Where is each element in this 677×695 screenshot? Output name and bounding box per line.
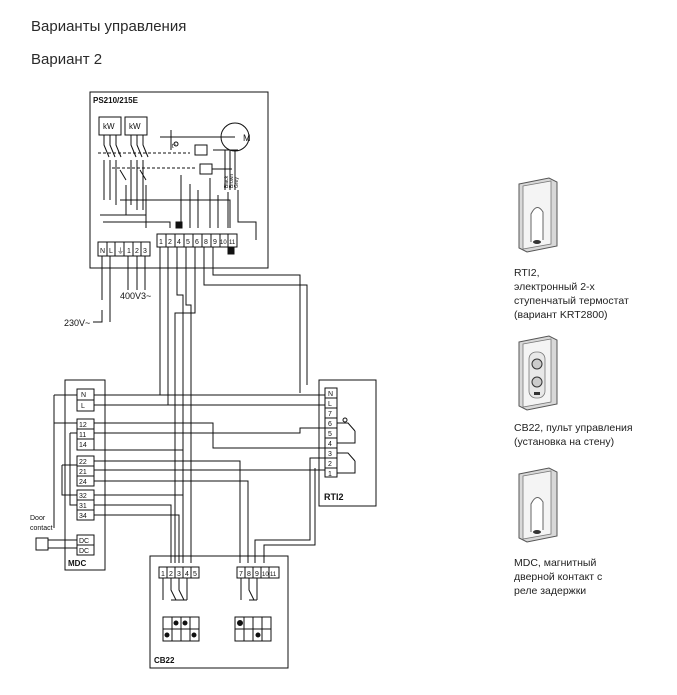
rti2-unit-frame (318, 379, 377, 507)
mdc-terminal-dc1: DC (79, 538, 89, 545)
motor-wire-black: Black (224, 175, 230, 188)
motor-wire-brown: Brown (229, 174, 235, 188)
mdc-terminal-11: 11 (79, 432, 86, 439)
mdc-caption: MDC, магнитный дверной контакт с реле за… (514, 556, 674, 598)
mdc-unit-frame (64, 379, 106, 571)
ps-unit-label: PS210/215E (93, 96, 139, 105)
rti-terminal-l: L (328, 401, 332, 408)
cb22-caption-line: CB22, пульт управления (514, 422, 633, 434)
rti-terminal-6: 6 (328, 421, 332, 428)
ps-terminal-n: N (100, 248, 105, 255)
rti2-caption-line: (вариант KRT2800) (514, 309, 608, 321)
rti2-unit-label: RTI2 (324, 492, 344, 502)
ps-ctrl-terminal-1: 1 (159, 239, 163, 246)
mdc-caption-line: реле задержки (514, 585, 587, 597)
ps-ctrl-terminal-11: 11 (229, 240, 236, 246)
rti2-thermostat-image (518, 177, 558, 253)
page-title: Варианты управления (31, 18, 187, 35)
mdc-terminal-dc2: DC (79, 548, 89, 555)
ps-terminal-3: 3 (143, 248, 147, 255)
ps-terminal-l: L (109, 248, 113, 255)
cb22-unit-frame (149, 555, 289, 669)
mdc-terminal-34: 34 (79, 513, 87, 520)
rti-terminal-3: 3 (328, 451, 332, 458)
mdc-terminal-31: 31 (79, 503, 87, 510)
mdc-terminal-14: 14 (79, 442, 87, 449)
cb-terminal-4: 4 (185, 571, 189, 578)
ps-terminal-1: 1 (127, 248, 131, 255)
door-contact-label-2: contact (30, 525, 53, 532)
rti2-caption-line: электронный 2-х (514, 281, 595, 293)
ps-control-terminal-strip (156, 233, 238, 248)
supply-230v-label: 230V~ (64, 318, 90, 328)
door-contact-label-1: Door (30, 515, 46, 522)
cb22-caption-line: (установка на стену) (514, 436, 615, 448)
mdc-terminal-n: N (81, 392, 86, 399)
mdc-terminal-32: 32 (79, 493, 87, 500)
cb-terminal-2: 2 (169, 571, 173, 578)
mdc-caption-line: дверной контакт с (514, 571, 603, 583)
cb22-control-panel-image (518, 335, 558, 411)
cb-terminal-7: 7 (239, 571, 243, 578)
heater-label-1: kW (103, 122, 115, 131)
mdc-terminal-22: 22 (79, 459, 87, 466)
rti-terminal-7: 7 (328, 411, 332, 418)
mdc-terminal-l: L (81, 403, 85, 410)
ps-unit-frame (89, 91, 269, 269)
mdc-unit-label: MDC (68, 559, 86, 568)
rti-terminal-n: N (328, 391, 333, 398)
heater-box-2 (124, 116, 148, 136)
cb-terminal-10: 10 (262, 572, 269, 578)
ps-ctrl-terminal-8: 8 (204, 239, 208, 246)
motor-label: M (243, 133, 251, 143)
cb-terminal-3: 3 (177, 571, 181, 578)
rti2-caption: RTI2, электронный 2-х ступенчатый термос… (514, 266, 674, 322)
ps-ctrl-terminal-9: 9 (213, 239, 217, 246)
cb-terminal-1: 1 (161, 571, 165, 578)
mdc-terminal-24: 24 (79, 479, 87, 486)
heater-label-2: kW (129, 122, 141, 131)
motor-wire-grey: Grey (234, 177, 240, 188)
variant-subtitle: Вариант 2 (31, 51, 103, 68)
rti-terminal-5: 5 (328, 431, 332, 438)
ps-ctrl-terminal-6: 6 (195, 239, 199, 246)
ps-terminal-ground: ⏚ (117, 247, 124, 255)
rti2-caption-line: RTI2, (514, 267, 540, 279)
cb22-unit-label: CB22 (154, 656, 175, 665)
mdc-terminal-21: 21 (79, 469, 87, 476)
cb-terminal-9: 9 (255, 571, 259, 578)
cb-terminal-11: 11 (270, 572, 277, 578)
rti-terminal-1: 1 (328, 471, 332, 478)
rti2-caption-line: ступенчатый термостат (514, 295, 629, 307)
thermal-label: t° (172, 144, 177, 150)
cb22-caption: CB22, пульт управления (установка на сте… (514, 421, 674, 449)
cb-terminal-5: 5 (193, 571, 197, 578)
ps-ctrl-terminal-5: 5 (186, 239, 190, 246)
ps-ctrl-terminal-4: 4 (177, 239, 181, 246)
ps-ctrl-terminal-2: 2 (168, 239, 172, 246)
rti-terminal-4: 4 (328, 441, 332, 448)
cb-terminal-8: 8 (247, 571, 251, 578)
ps-ctrl-terminal-10: 10 (220, 240, 227, 246)
rti-terminal-2: 2 (328, 461, 332, 468)
mdc-door-contact-image (518, 467, 558, 543)
supply-400v-label: 400V3~ (120, 291, 151, 301)
ps-terminal-2: 2 (135, 248, 139, 255)
mdc-caption-line: MDC, магнитный (514, 557, 597, 569)
mdc-terminal-12: 12 (79, 422, 87, 429)
